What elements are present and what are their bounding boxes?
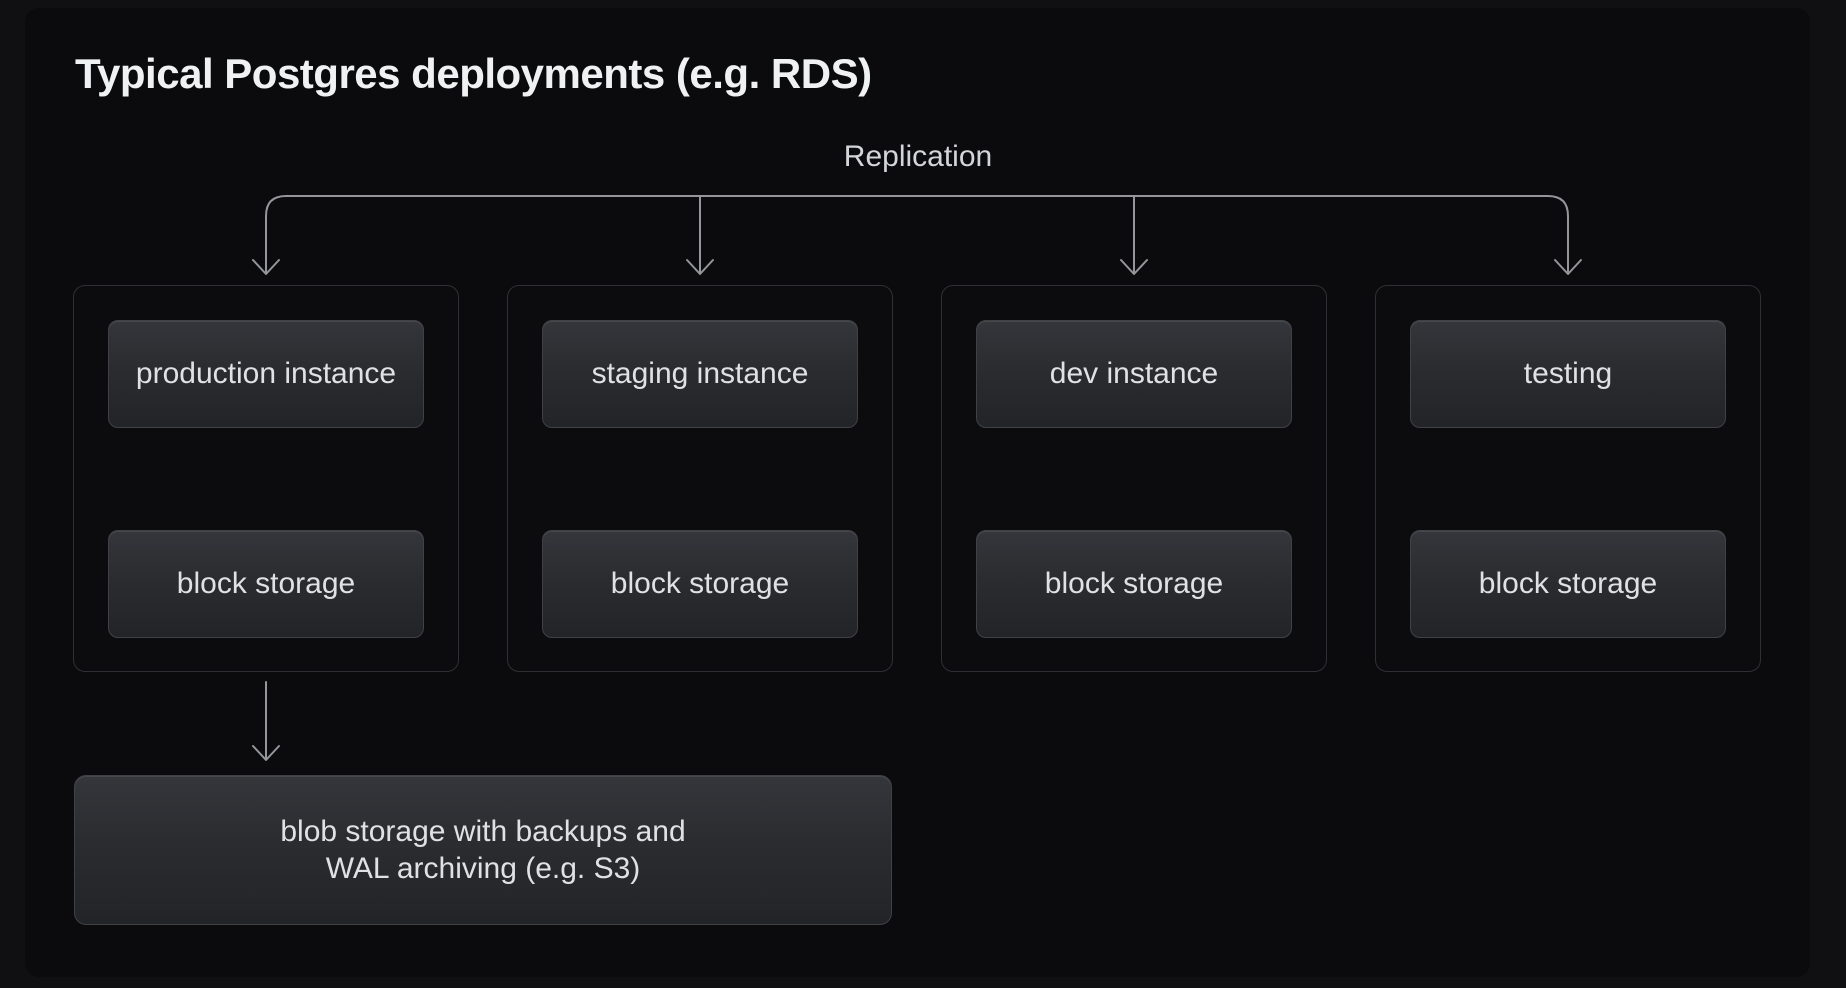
testing-instance-node: testing	[1410, 320, 1726, 428]
blob-storage-line2: WAL archiving (e.g. S3)	[325, 852, 641, 885]
column-production: production instance block storage	[73, 285, 459, 672]
staging-block-storage-node: block storage	[542, 530, 858, 638]
column-dev: dev instance block storage	[941, 285, 1327, 672]
diagram-title: Typical Postgres deployments (e.g. RDS)	[75, 50, 872, 97]
blob-storage-line1: blob storage with backups and	[280, 815, 686, 848]
production-instance-node: production instance	[108, 320, 424, 428]
column-staging: staging instance block storage	[507, 285, 893, 672]
dev-block-storage-node: block storage	[976, 530, 1292, 638]
blob-storage-node: blob storage with backups and WAL archiv…	[74, 775, 892, 925]
replication-label: Replication	[843, 140, 993, 173]
dev-instance-node: dev instance	[976, 320, 1292, 428]
testing-block-storage-node: block storage	[1410, 530, 1726, 638]
column-testing: testing block storage	[1375, 285, 1761, 672]
production-block-storage-node: block storage	[108, 530, 424, 638]
staging-instance-node: staging instance	[542, 320, 858, 428]
